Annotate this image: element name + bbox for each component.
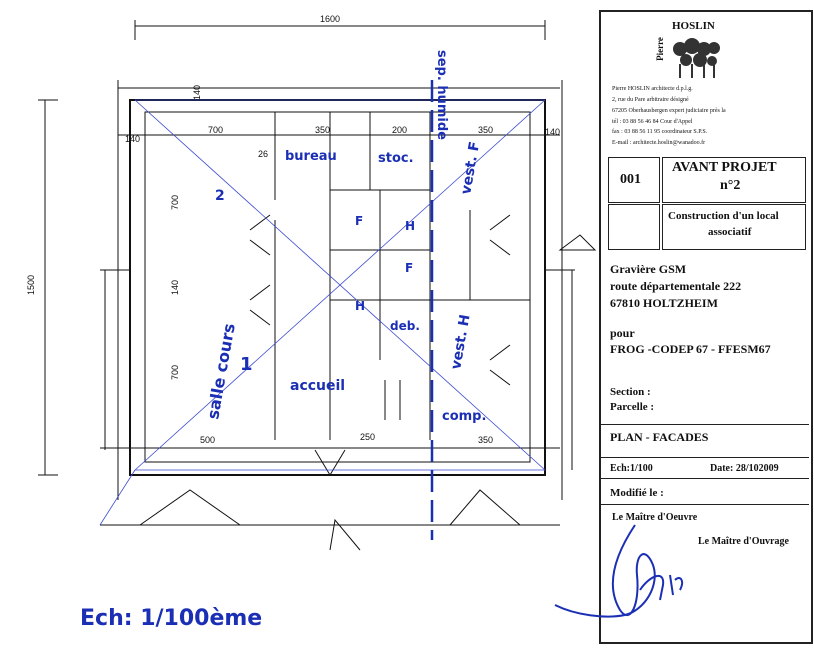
handwritten-scale: Ech: 1/100ème <box>80 606 262 631</box>
dim-350: 350 <box>315 125 330 135</box>
maitre-ouvrage: Le Maître d'Ouvrage <box>698 536 789 547</box>
label-vest-h: vest. H <box>448 313 473 370</box>
dim-140-c: 140 <box>125 134 140 144</box>
label-stoc: stoc. <box>378 151 414 166</box>
dim-140-left: 140 <box>170 280 180 295</box>
label-salle-cours: salle cours <box>203 322 239 421</box>
scale-text: Ech:1/100 <box>610 463 653 474</box>
architect-info-5: fax : 03 88 56 11 95 coordinateur S.P.S. <box>612 129 708 135</box>
label-room-num: 2 <box>215 188 225 204</box>
dim-140-a: 140 <box>192 85 202 100</box>
label-wc-f: F <box>405 261 413 275</box>
label-comp: comp. <box>442 409 486 424</box>
floor-plan: 1600 1500 140 700 350 200 350 140 700 14… <box>26 14 597 631</box>
modified-label: Modifié le : <box>610 487 664 499</box>
dim-overall-width: 1600 <box>320 14 340 24</box>
divider-2 <box>601 457 809 458</box>
architect-logo: HOSLIN Pierre <box>655 20 722 80</box>
logo-first-name: Pierre <box>654 37 665 61</box>
address-line2: route départementale 222 <box>610 279 742 293</box>
divider-4 <box>601 504 809 505</box>
label-deb: deb. <box>390 319 420 333</box>
project-desc-line2: associatif <box>708 226 752 238</box>
dim-350-c: 350 <box>478 435 493 445</box>
dim-350-b: 350 <box>478 125 493 135</box>
section-label: Section : <box>610 386 651 398</box>
dim-500: 500 <box>200 435 215 445</box>
label-wc-h2: H <box>355 299 365 313</box>
divider-3 <box>601 478 809 479</box>
parcelle-label: Parcelle : <box>610 401 655 413</box>
address-line1: Gravière GSM <box>610 262 687 276</box>
label-vest-f: vest. F <box>458 140 483 195</box>
dim-700-left: 700 <box>170 195 180 210</box>
project-desc-empty-box <box>608 204 660 250</box>
architect-info-6: E-mail : architecte.hoslin@wanadoo.fr <box>612 140 706 146</box>
pour-label: pour <box>610 326 635 340</box>
project-desc-line1: Construction d'un local <box>668 210 779 222</box>
architect-info-2: 2, rue du Pare arbitraire désigné <box>612 97 689 103</box>
drawing-title: PLAN - FACADES <box>610 430 709 444</box>
project-number-box <box>608 157 660 203</box>
label-accueil: accueil <box>290 378 345 394</box>
dim-700-left2: 700 <box>170 365 180 380</box>
dim-overall-height: 1500 <box>26 275 36 295</box>
architect-info-1: Pierre HOSLIN architecte d.p.l.g. <box>612 86 693 92</box>
label-salle-num: 1 <box>240 354 253 375</box>
dim-140-b: 140 <box>545 127 560 137</box>
label-bureau: bureau <box>285 149 337 164</box>
project-stage-box <box>662 157 806 203</box>
maitre-oeuvre: Le Maître d'Oeuvre <box>612 512 698 523</box>
dim-200: 200 <box>392 125 407 135</box>
address-line3: 67810 HOLTZHEIM <box>610 296 718 310</box>
dim-26: 26 <box>258 149 268 159</box>
date-text: Date: 28/102009 <box>710 463 779 474</box>
dim-250: 250 <box>360 432 375 442</box>
project-number: 001 <box>620 172 641 187</box>
divider-1 <box>601 424 809 425</box>
project-desc-box <box>662 204 806 250</box>
tree-logo-icon <box>673 38 720 78</box>
label-sep-humide: sep. humide <box>434 50 449 140</box>
client-name: FROG -CODEP 67 - FFESM67 <box>610 342 771 356</box>
title-block <box>599 10 813 644</box>
logo-name: HOSLIN <box>672 20 715 32</box>
label-wc-h: H <box>405 219 415 233</box>
project-stage-line2: n°2 <box>720 178 741 193</box>
dim-700: 700 <box>208 125 223 135</box>
label-wc-f2: F <box>355 214 363 228</box>
project-stage-line1: AVANT PROJET <box>672 160 777 175</box>
architect-info-3: 67205 Oberhausbergen expert judiciaire p… <box>612 108 726 114</box>
signature-icon <box>554 524 684 618</box>
architect-info-4: tél : 03 88 56 46 84 Cour d'Appel <box>612 119 693 125</box>
